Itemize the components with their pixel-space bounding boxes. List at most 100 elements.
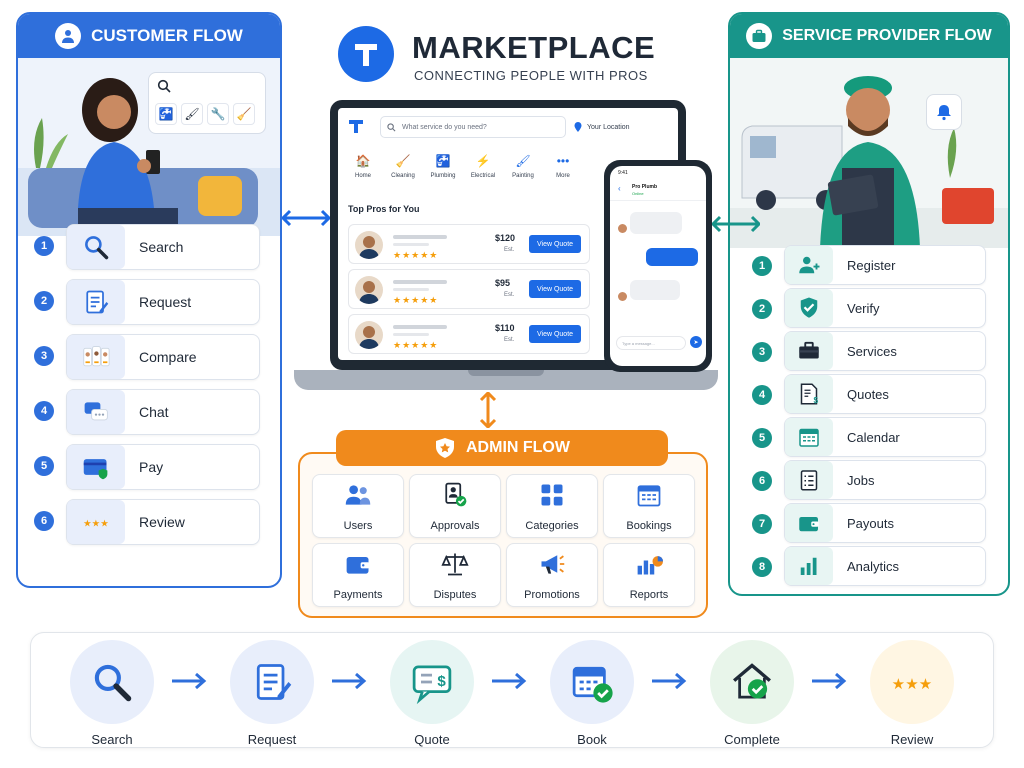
journey-step[interactable]: Search <box>62 640 162 747</box>
customer-step[interactable]: 6 <box>34 511 54 531</box>
admin-card[interactable]: Bookings <box>603 474 695 538</box>
customer-step-card[interactable]: Compare <box>66 334 260 380</box>
journey-step[interactable]: Request <box>222 640 322 747</box>
quote-bubble-icon: $ <box>412 665 452 704</box>
customer-step-label: Review <box>139 514 185 530</box>
customer-step[interactable]: 4 <box>34 401 54 421</box>
notification-bell-icon <box>926 94 962 130</box>
laptop-notch <box>468 370 544 376</box>
step-number: 1 <box>34 236 54 256</box>
scales-icon <box>441 553 469 575</box>
app-category[interactable]: ••• More <box>548 152 578 179</box>
journey-step-label: Quote <box>414 732 450 747</box>
customer-step[interactable]: 2 <box>34 291 54 311</box>
chat-message-input[interactable]: Type a message... <box>616 336 686 350</box>
svg-text:★★★: ★★★ <box>83 518 109 529</box>
app-category[interactable]: 🧹 Cleaning <box>388 152 418 179</box>
bar-chart-icon <box>800 557 817 575</box>
customer-step[interactable]: 5 <box>34 456 54 476</box>
customer-step-card[interactable]: Search <box>66 224 260 270</box>
chat-contact-name: Pro Plumb <box>632 184 658 190</box>
provider-flow-header: SERVICE PROVIDER FLOW <box>730 14 1008 58</box>
pro-listing[interactable]: ★★★★★ $120 Est. View Quote <box>348 224 590 264</box>
admin-card[interactable]: Users <box>312 474 404 538</box>
provider-step-card[interactable]: Services <box>784 331 986 371</box>
step-number: 1 <box>752 256 772 276</box>
app-category[interactable]: 🚰 Plumbing <box>428 152 458 179</box>
provider-step[interactable]: 7 <box>752 514 772 534</box>
provider-step[interactable]: 2 <box>752 299 772 319</box>
quote-document-icon: $ <box>800 383 819 405</box>
request-form-icon <box>86 290 109 314</box>
admin-card[interactable]: Reports <box>603 543 695 607</box>
step-number: 7 <box>752 514 772 534</box>
app-search-bar[interactable]: What service do you need? <box>380 116 566 138</box>
chat-avatar <box>618 292 627 301</box>
pro-price-note: Est. <box>504 247 515 253</box>
provider-step[interactable]: 3 <box>752 342 772 362</box>
app-category[interactable]: ⚡ Electrical <box>468 152 498 179</box>
admin-card[interactable]: Approvals <box>409 474 501 538</box>
view-quote-button[interactable]: View Quote <box>529 235 581 253</box>
calendar-icon <box>799 428 819 447</box>
app-category[interactable]: 🖌 Painting <box>508 152 538 179</box>
customer-step-card[interactable]: Request <box>66 279 260 325</box>
customer-step[interactable]: 1 <box>34 236 54 256</box>
admin-card[interactable]: Categories <box>506 474 598 538</box>
calendar-check-icon <box>572 666 613 703</box>
provider-illustration <box>730 58 1008 248</box>
step-number: 4 <box>752 385 772 405</box>
admin-app-connector-arrow <box>479 392 497 428</box>
app-category[interactable]: 🏠 Home <box>348 152 378 179</box>
journey-step-label: Request <box>247 732 297 747</box>
journey-step[interactable]: $ Quote <box>382 640 482 747</box>
provider-step-card[interactable]: Verify <box>784 288 986 328</box>
admin-card-label: Users <box>343 519 373 532</box>
customer-step-card[interactable]: Pay <box>66 444 260 490</box>
provider-step-card[interactable]: Jobs <box>784 460 986 500</box>
provider-step[interactable]: 5 <box>752 428 772 448</box>
provider-step-card[interactable]: Analytics <box>784 546 986 586</box>
provider-step-card[interactable]: Calendar <box>784 417 986 457</box>
provider-step[interactable]: 6 <box>752 471 772 491</box>
pro-avatar <box>355 276 383 304</box>
customer-step-card[interactable]: ★★★ Review <box>66 499 260 545</box>
provider-step[interactable]: 8 <box>752 557 772 577</box>
customer-step-label: Chat <box>139 404 169 420</box>
journey-step[interactable]: Complete <box>702 640 802 747</box>
provider-step[interactable]: 4 <box>752 385 772 405</box>
chat-contact-status: Online <box>632 191 644 196</box>
admin-card[interactable]: Disputes <box>409 543 501 607</box>
megaphone-icon <box>541 554 565 574</box>
admin-card[interactable]: Promotions <box>506 543 598 607</box>
journey-step[interactable]: ★★★ Review <box>862 640 962 747</box>
customer-step-label: Pay <box>139 459 164 475</box>
journey-step[interactable]: Book <box>542 640 642 747</box>
category-icon: 🚰 <box>435 154 451 168</box>
request-form-icon <box>256 664 292 700</box>
view-quote-button[interactable]: View Quote <box>529 280 581 298</box>
provider-step-card[interactable]: $ Quotes <box>784 374 986 414</box>
provider-step-card[interactable]: Payouts <box>784 503 986 543</box>
admin-card[interactable]: Payments <box>312 543 404 607</box>
briefcase-icon <box>746 23 773 49</box>
category-icon: 🖌 <box>515 154 531 168</box>
phone-time: 9:41 <box>618 170 628 176</box>
provider-step-label: Quotes <box>847 386 889 402</box>
checklist-icon <box>800 470 818 491</box>
pro-listing[interactable]: ★★★★★ $95 Est. View Quote <box>348 269 590 309</box>
customer-step[interactable]: 3 <box>34 346 54 366</box>
provider-step-card[interactable]: Register <box>784 245 986 285</box>
journey-arrow <box>492 672 527 690</box>
app-location[interactable]: Your Location <box>574 122 630 132</box>
view-quote-button[interactable]: View Quote <box>529 325 581 343</box>
send-icon[interactable]: ➤ <box>690 336 702 348</box>
provider-step[interactable]: 1 <box>752 256 772 276</box>
step-number: 2 <box>752 299 772 319</box>
step-number: 3 <box>34 346 54 366</box>
customer-step-card[interactable]: Chat <box>66 389 260 435</box>
pro-listing[interactable]: ★★★★★ $110 Est. View Quote <box>348 314 590 354</box>
page-title: MARKETPLACE <box>412 30 656 65</box>
chat-back-icon[interactable]: ‹ <box>618 184 621 193</box>
app-category-label: More <box>556 173 570 179</box>
